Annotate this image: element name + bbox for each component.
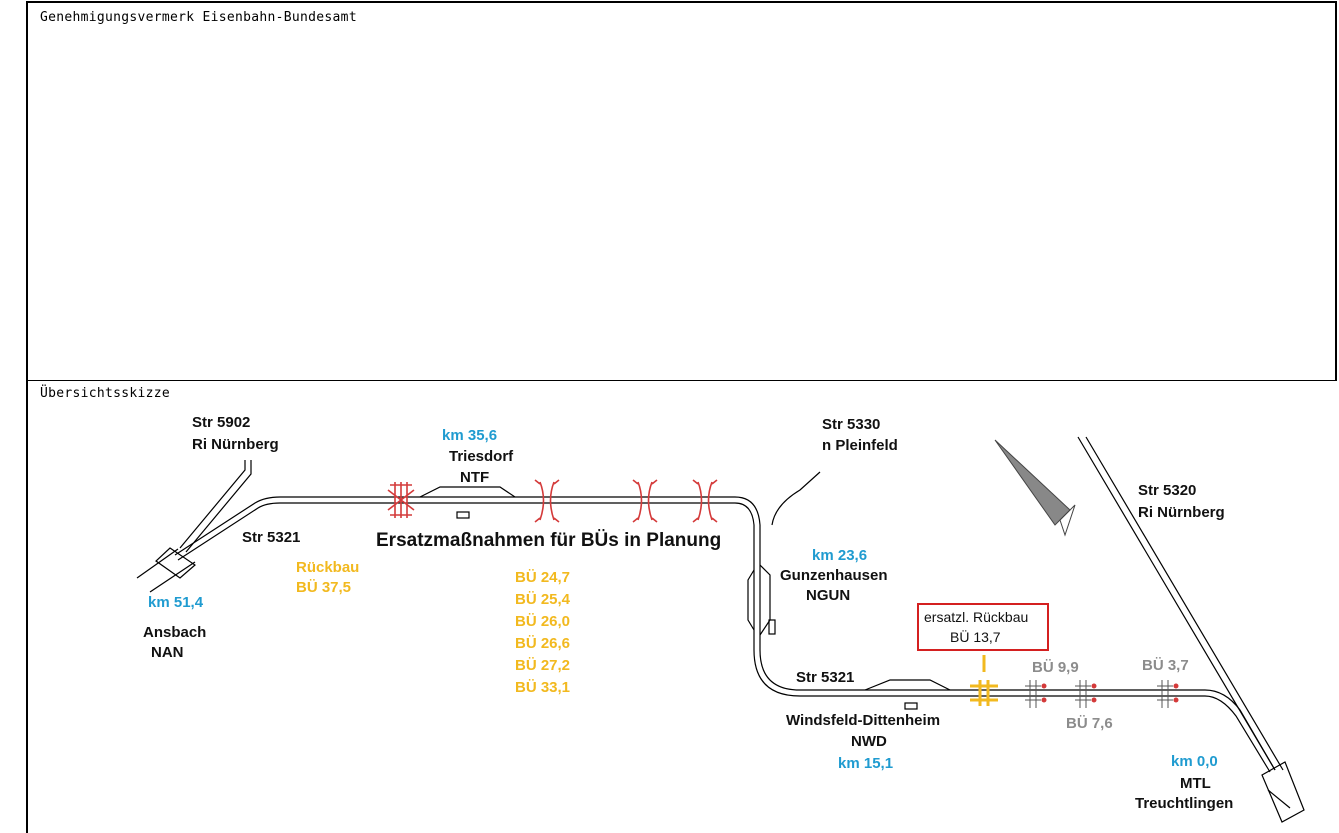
planned-crossing-label: BÜ 26,0 xyxy=(515,613,570,630)
windsfeld-code: NWD xyxy=(851,733,887,750)
ansbach-km: km 51,4 xyxy=(148,594,204,611)
crossing-icon xyxy=(1075,680,1097,708)
approval-box xyxy=(26,1,1337,381)
str5320-label: Str 5320 xyxy=(1138,482,1196,499)
str5330-label: Str 5330 xyxy=(822,416,880,433)
crossing-9-9-label: BÜ 9,9 xyxy=(1032,659,1079,676)
approval-caption: Genehmigungsvermerk Eisenbahn-Bundesamt xyxy=(40,10,357,25)
gunzenhausen-km: km 23,6 xyxy=(812,547,867,564)
extra-rueckbau-line1: ersatzl. Rückbau xyxy=(924,609,1028,625)
planned-crossing-label: BÜ 27,2 xyxy=(515,657,570,674)
str5330-direction: n Pleinfeld xyxy=(822,437,898,454)
crossing-icon xyxy=(632,479,658,523)
str5320-direction: Ri Nürnberg xyxy=(1138,504,1225,521)
rueckbau-value: BÜ 37,5 xyxy=(296,579,351,596)
windsfeld-name: Windsfeld-Dittenheim xyxy=(786,712,940,729)
treuchtlingen-name: Treuchtlingen xyxy=(1135,795,1233,812)
treuchtlingen-code: MTL xyxy=(1180,775,1211,792)
planned-crossing-label: BÜ 25,4 xyxy=(515,591,571,608)
planned-crossing-label: BÜ 33,1 xyxy=(515,679,570,696)
treuchtlingen-km: km 0,0 xyxy=(1171,753,1218,770)
str5321-top-label: Str 5321 xyxy=(242,529,300,546)
crossing-icon xyxy=(692,479,718,523)
main-track xyxy=(136,436,1305,823)
planned-crossing-marks xyxy=(387,479,718,523)
extra-rueckbau-line2: BÜ 13,7 xyxy=(950,628,1001,645)
planned-crossing-label: BÜ 24,7 xyxy=(515,569,570,586)
str5321-bottom-label: Str 5321 xyxy=(796,669,854,686)
crossing-icon xyxy=(534,479,560,523)
diagram-title: Ersatzmaßnahmen für BÜs in Planung xyxy=(376,530,721,551)
overview-box xyxy=(26,380,1337,833)
north-arrow-icon xyxy=(994,439,1076,537)
triesdorf-name: Triesdorf xyxy=(449,448,514,465)
ansbach-name: Ansbach xyxy=(143,624,206,641)
rueckbau-label: Rückbau xyxy=(296,559,359,576)
gunzenhausen-name: Gunzenhausen xyxy=(780,567,888,584)
str5902-label: Str 5902 xyxy=(192,414,250,431)
ansbach-code: NAN xyxy=(151,644,184,661)
crossing-7-6-label: BÜ 7,6 xyxy=(1066,715,1113,732)
planned-crossing-label: BÜ 26,6 xyxy=(515,635,570,652)
planned-crossings-list: BÜ 24,7 BÜ 25,4 BÜ 26,0 BÜ 26,6 BÜ 27,2 … xyxy=(515,569,571,696)
triesdorf-km: km 35,6 xyxy=(442,427,497,444)
windsfeld-km: km 15,1 xyxy=(838,755,893,772)
extra-rueckbau-box xyxy=(917,603,1049,651)
existing-crossing-marks xyxy=(1025,680,1179,708)
crossing-icon xyxy=(1025,680,1047,708)
rueckbau-crossing-icon xyxy=(970,655,998,706)
overview-caption: Übersichtsskizze xyxy=(40,386,171,401)
crossing-icon xyxy=(387,482,415,518)
str5902-direction: Ri Nürnberg xyxy=(192,436,279,453)
triesdorf-code: NTF xyxy=(460,469,489,486)
crossing-3-7-label: BÜ 3,7 xyxy=(1142,657,1189,674)
crossing-icon xyxy=(1157,680,1179,708)
gunzenhausen-code: NGUN xyxy=(806,587,850,604)
